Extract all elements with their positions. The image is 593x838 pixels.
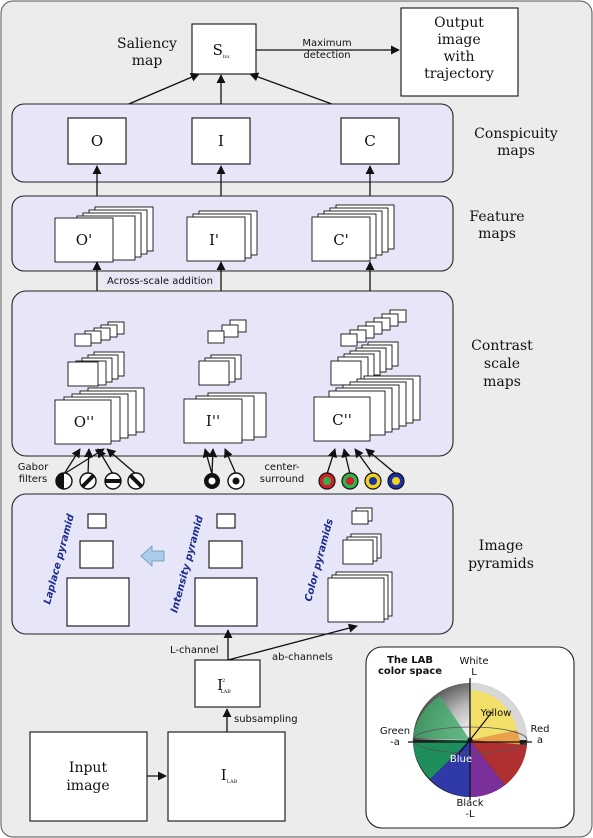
laplace-blue-arrow-icon — [140, 545, 165, 567]
ab-channels-label: ab-channels — [272, 652, 333, 663]
contrast-i-label: I'' — [206, 412, 220, 430]
contrast-o-small-stack — [74, 321, 125, 347]
yellow-blue-icon — [364, 472, 382, 490]
feature-i-stack — [186, 210, 258, 262]
across-scale-label-bg — [104, 273, 218, 287]
ilab-label: ILAB — [221, 766, 238, 785]
blue-yellow-icon — [387, 472, 405, 490]
lab-blue-label: Blue — [450, 754, 472, 765]
color-level-1 — [327, 571, 393, 623]
conspicuity-i-label: I — [218, 132, 224, 150]
conspicuity-c-label: C — [364, 132, 375, 150]
conspicuity-o-label: O — [91, 132, 103, 150]
gabor-diagonal-icon — [79, 472, 97, 490]
red-green-icon — [318, 472, 336, 490]
intensity-level-3 — [216, 513, 236, 529]
across-scale-addition-label: Across-scale addition — [107, 276, 213, 287]
ilab2-box — [194, 659, 261, 708]
contrast-i-small-stack — [207, 319, 247, 344]
feature-o-label: O' — [76, 231, 92, 249]
ab-channels-arrow — [227, 623, 358, 661]
contrast-i-large-stack — [183, 392, 267, 444]
center-surround-off-icon — [227, 472, 245, 490]
center-surround-label: center-surround — [260, 462, 305, 485]
contrast-c-large-stack — [313, 375, 421, 442]
saliency-map-box-label: Sbu — [213, 41, 230, 60]
laplace-level-3 — [87, 513, 107, 529]
laplace-level-2 — [79, 540, 114, 569]
feature-c-stack — [311, 204, 395, 262]
intensity-level-2 — [208, 540, 243, 569]
gabor-vertical-icon — [55, 472, 73, 490]
feature-c-label: C' — [333, 231, 349, 249]
lab-sphere-icon — [408, 678, 532, 800]
green-red-icon — [341, 472, 359, 490]
color-level-2 — [342, 533, 382, 565]
center-surround-on-icon — [204, 473, 220, 489]
laplace-level-1 — [66, 577, 130, 627]
contrast-o-label: O'' — [74, 413, 95, 431]
contrast-c-small-stack — [340, 309, 407, 347]
contrast-c-label: C'' — [332, 411, 352, 429]
subsampling-label: subsampling — [234, 714, 298, 725]
feature-o-stack — [54, 206, 154, 263]
contrast-c-medium-stack — [330, 341, 399, 386]
conspicuity-i-box — [191, 117, 251, 165]
gabor-antidiagonal-icon — [127, 472, 145, 490]
intensity-level-1 — [194, 577, 258, 627]
filter-arrows — [63, 448, 397, 475]
output-image-box — [400, 7, 519, 97]
lab-yellow-label: Yellow — [480, 708, 512, 719]
conspicuity-c-box — [340, 117, 400, 165]
gabor-horizontal-icon — [104, 472, 122, 490]
input-image-box — [29, 731, 148, 822]
contrast-o-large-stack — [54, 387, 145, 445]
l-channel-label: L-channel — [170, 645, 219, 656]
contrast-i-medium-stack — [198, 354, 242, 386]
color-level-3 — [351, 507, 373, 525]
contrast-o-medium-stack — [67, 351, 125, 387]
ilab-box — [167, 731, 286, 822]
lab-green-label: Green-a — [380, 726, 410, 748]
saliency-map-box — [191, 23, 257, 75]
conspicuity-o-box — [67, 117, 127, 165]
feature-i-label: I' — [209, 231, 219, 249]
lab-black-label: Black-L — [456, 798, 483, 820]
